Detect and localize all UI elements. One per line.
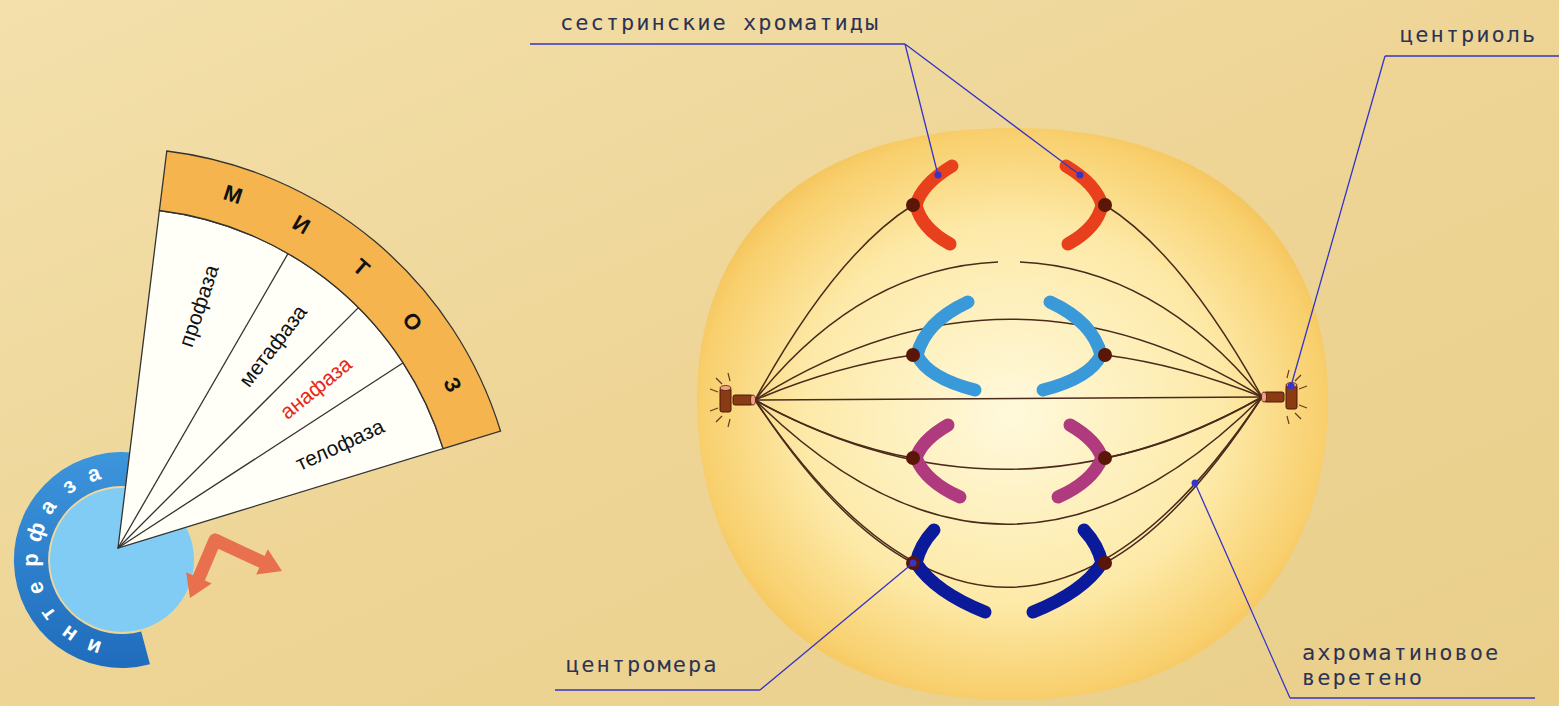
chromatids [916, 166, 1102, 612]
callout-label: ахроматиновое веретено [1302, 640, 1542, 690]
leader-lines [530, 44, 1559, 698]
cycle-arrows [186, 540, 282, 598]
arc-letter: р [20, 553, 42, 566]
callout-label: сестринские хроматиды [560, 10, 880, 35]
callout-label: центромера [566, 652, 718, 677]
cell-body [697, 128, 1328, 700]
callout-label: центриоль [1400, 22, 1537, 47]
phase-fan [118, 151, 501, 548]
spindle-fibers [755, 205, 1262, 587]
centromeres [906, 198, 1112, 570]
centriole-left [710, 373, 756, 427]
leader-dots [910, 172, 1295, 567]
centriole-right [1262, 370, 1308, 424]
